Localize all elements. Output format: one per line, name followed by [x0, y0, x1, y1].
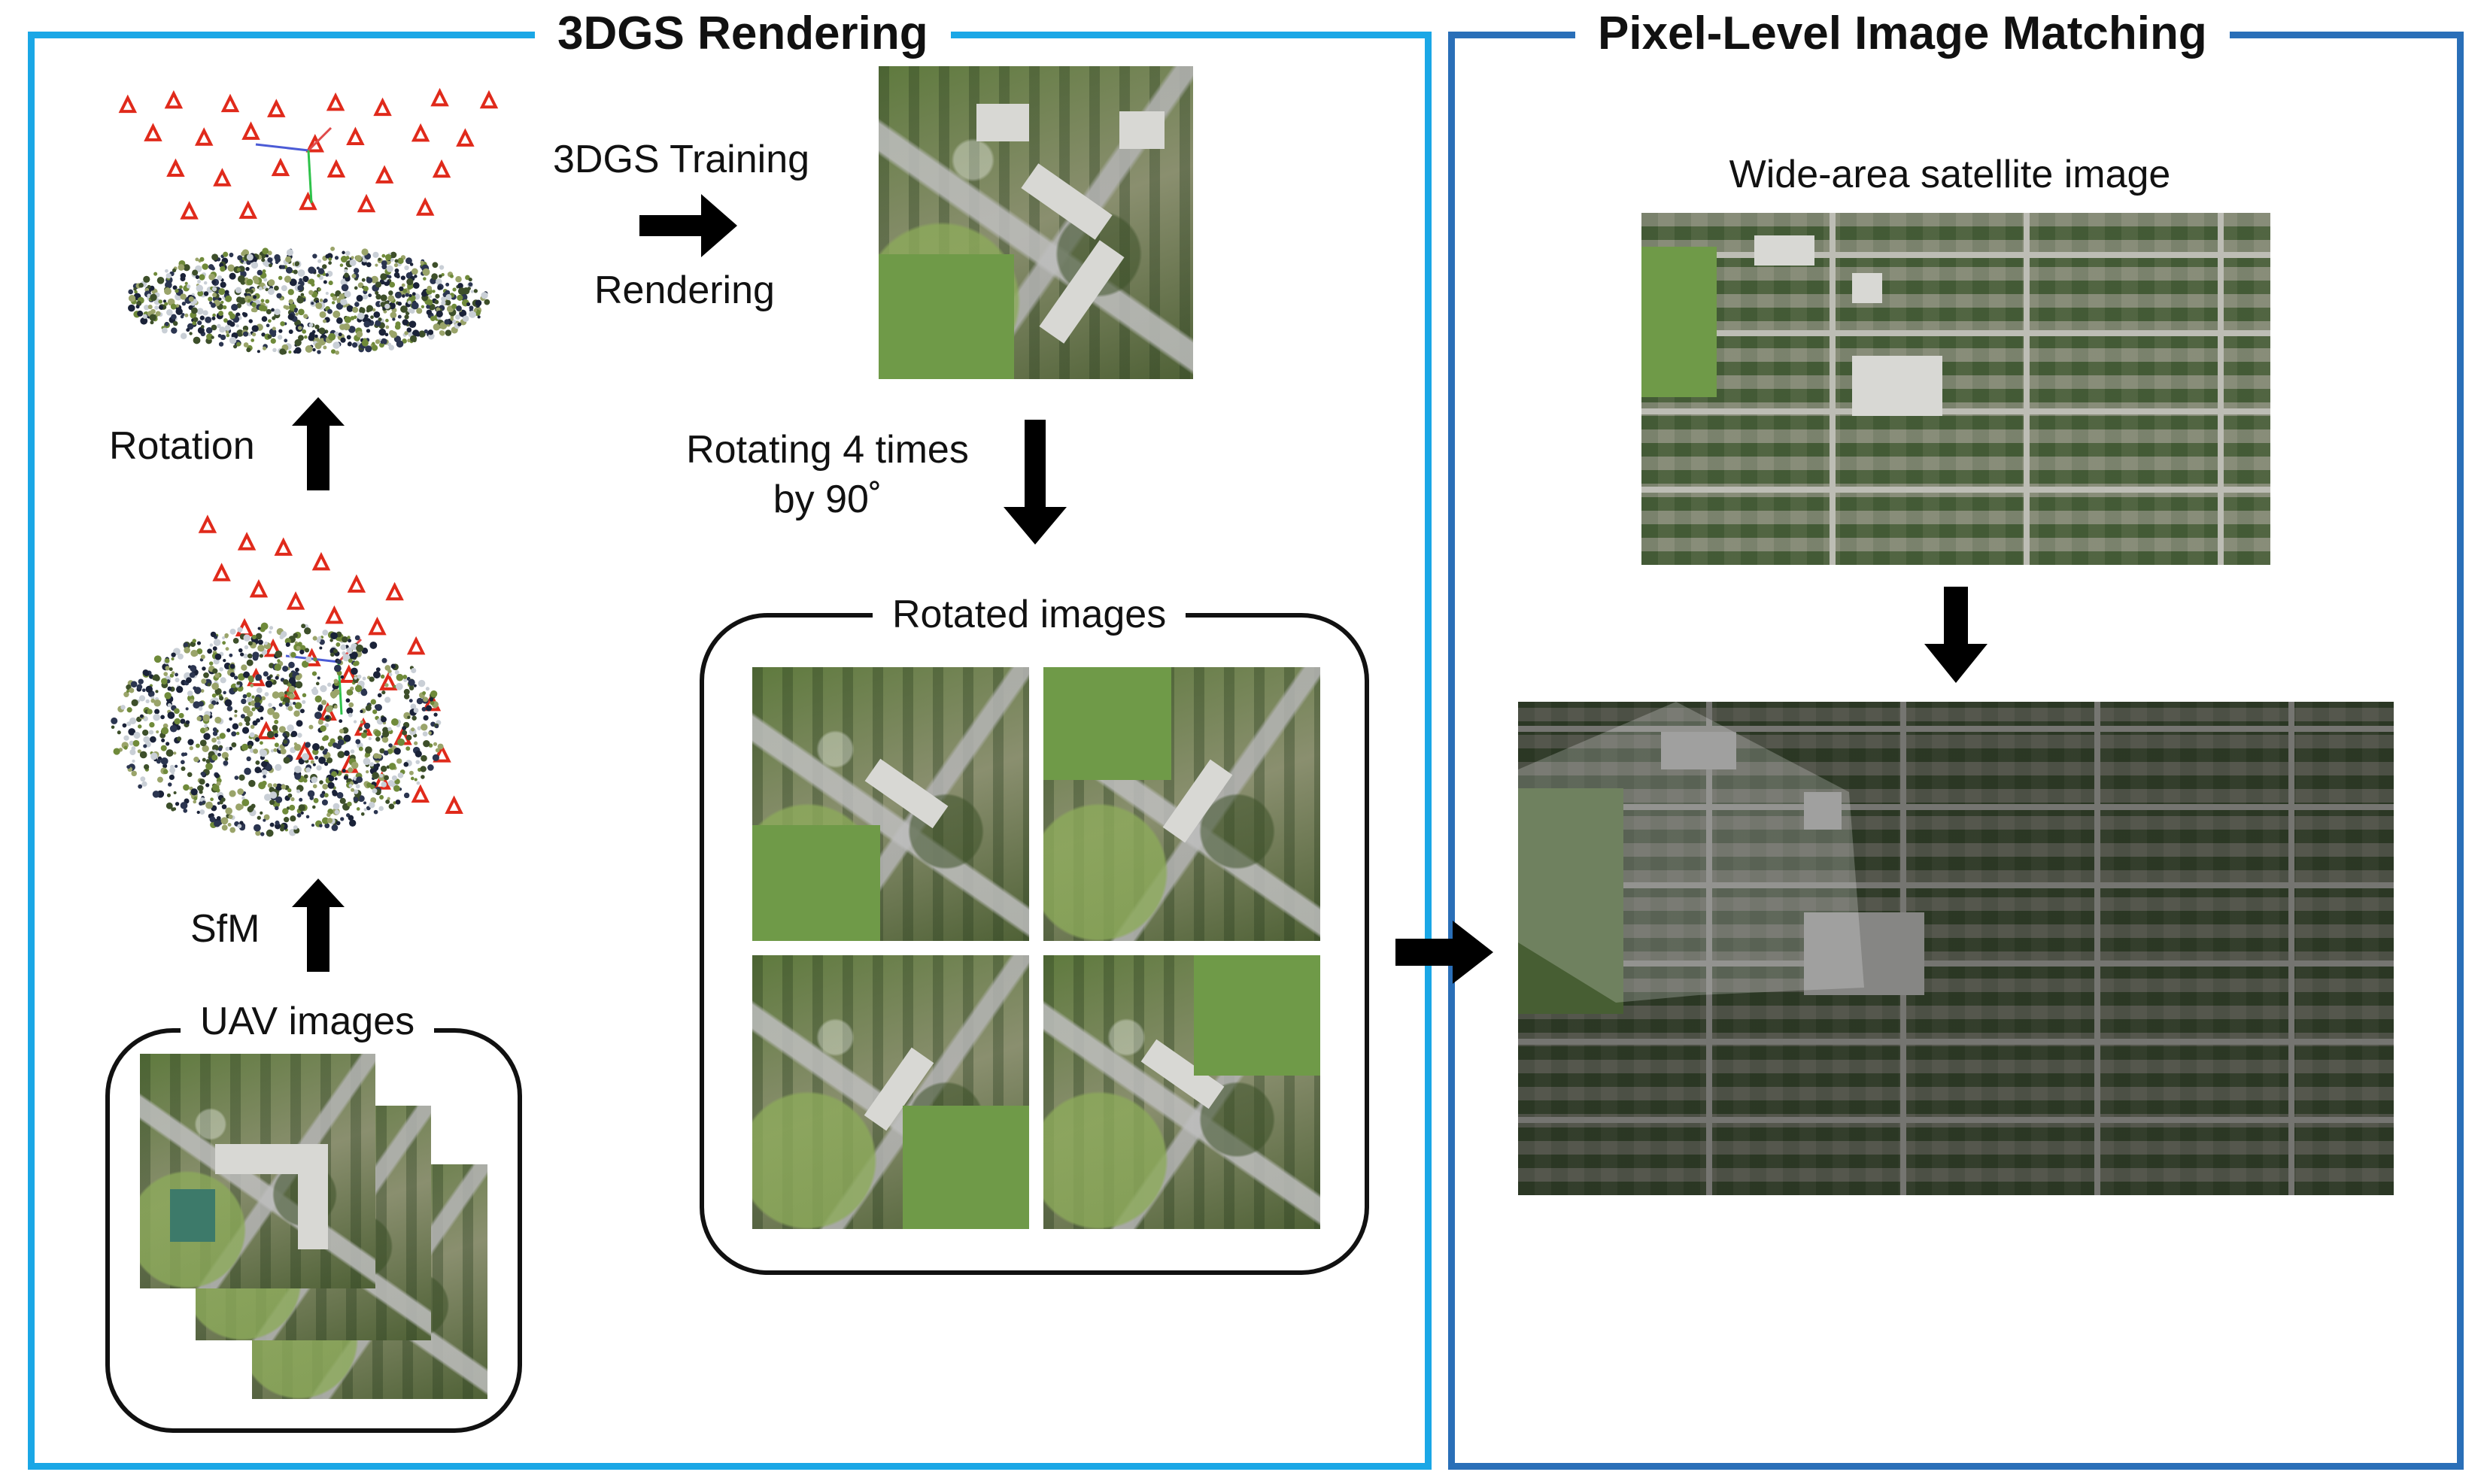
- arrow-down-icon: [1004, 420, 1067, 545]
- panel-title-pixel-matching: Pixel-Level Image Matching: [1575, 2, 2230, 65]
- label-rotating-line2: by 90˚: [773, 478, 882, 521]
- camera-frustum-icon: [237, 532, 257, 551]
- camera-frustum-icon: [180, 201, 199, 220]
- label-sfm: SfM: [190, 907, 260, 951]
- camera-frustum-icon: [445, 795, 463, 815]
- panel-3dgs-rendering: 3DGS Rendering: [28, 2, 1432, 1470]
- camera-frustum-icon: [274, 537, 293, 556]
- camera-frustum-icon: [325, 605, 344, 624]
- camera-frustum-icon: [238, 200, 258, 219]
- camera-frustum-icon: [198, 514, 217, 533]
- matched-satellite-image: [1518, 702, 2394, 1195]
- camera-frustum-icon: [249, 578, 269, 598]
- label-rendering: Rendering: [594, 269, 775, 312]
- camera-frustum-icon: [433, 744, 451, 763]
- matched-region-overlay: [1518, 702, 1864, 1003]
- satellite-image: [1641, 213, 2270, 565]
- rendered-image: [879, 66, 1193, 379]
- camera-frustum-icon: [346, 126, 365, 145]
- camera-frustum-icon: [311, 551, 331, 571]
- camera-frustum-icon: [373, 97, 392, 117]
- camera-frustum-icon: [479, 90, 499, 109]
- camera-frustum-icon: [339, 664, 358, 683]
- point-cloud-sfm: [111, 514, 463, 837]
- point-cloud-rotated: [118, 87, 499, 355]
- arrow-up-icon: [292, 879, 345, 972]
- camera-frustum-icon: [213, 168, 232, 187]
- label-rotating-line1: Rotating 4 times: [686, 428, 969, 472]
- axis-gizmo-icon: [255, 126, 333, 204]
- rotated-image-90: [1043, 667, 1320, 941]
- camera-frustum-icon: [194, 127, 214, 146]
- camera-frustum-icon: [411, 123, 430, 142]
- camera-frustum-icon: [305, 133, 325, 153]
- camera-frustum-icon: [286, 591, 305, 610]
- camera-frustum-icon: [375, 165, 394, 184]
- label-3dgs-training: 3DGS Training: [553, 138, 810, 181]
- arrow-down-icon: [1924, 587, 1987, 683]
- label-rotation: Rotation: [109, 424, 255, 468]
- label-rotated-images: Rotated images: [873, 592, 1186, 637]
- camera-frustum-icon: [241, 121, 260, 140]
- camera-frustum-icon: [212, 563, 231, 581]
- camera-frustum-icon: [164, 90, 184, 109]
- label-uav-images: UAV images: [181, 999, 435, 1044]
- camera-frustum-icon: [166, 158, 185, 178]
- camera-frustum-icon: [357, 193, 376, 213]
- arrow-up-icon: [292, 397, 345, 490]
- rotated-image-270: [1043, 955, 1320, 1229]
- camera-frustum-icon: [368, 616, 387, 636]
- camera-frustum-icon: [220, 93, 240, 113]
- camera-frustum-icon: [372, 771, 391, 790]
- panel-title-3dgs-rendering: 3DGS Rendering: [535, 2, 951, 65]
- camera-frustum-icon: [271, 157, 290, 177]
- point-cloud-points: [128, 246, 490, 355]
- rotated-image-180: [752, 955, 1029, 1229]
- camera-frustum-icon: [456, 128, 475, 147]
- camera-frustum-icon: [118, 94, 138, 114]
- camera-frustum-icon: [263, 638, 283, 657]
- camera-frustum-icon: [144, 123, 162, 141]
- camera-frustum-icon: [378, 672, 398, 690]
- arrow-right-icon: [1395, 921, 1493, 984]
- uav-image-stack-1: [140, 1054, 375, 1288]
- label-satellite-image: Wide-area satellite image: [1729, 153, 2171, 196]
- camera-frustum-icon: [406, 636, 426, 655]
- camera-frustum-icon: [385, 581, 404, 601]
- camera-frustum-icon: [326, 92, 345, 111]
- panel-pixel-level-image-matching: Pixel-Level Image Matching: [1448, 2, 2464, 1470]
- camera-frustum-icon: [411, 784, 430, 803]
- camera-frustum-icon: [299, 191, 317, 211]
- camera-frustum-icon: [347, 574, 366, 593]
- camera-frustum-icon: [267, 99, 286, 117]
- rotated-image-0: [752, 667, 1029, 941]
- camera-frustum-icon: [415, 197, 435, 216]
- camera-frustum-icon: [326, 159, 346, 178]
- camera-frustum-icon: [430, 87, 449, 107]
- arrow-right-icon: [639, 194, 737, 257]
- camera-frustum-icon: [257, 721, 276, 739]
- point-cloud-points: [111, 622, 444, 837]
- camera-frustum-icon: [432, 159, 451, 178]
